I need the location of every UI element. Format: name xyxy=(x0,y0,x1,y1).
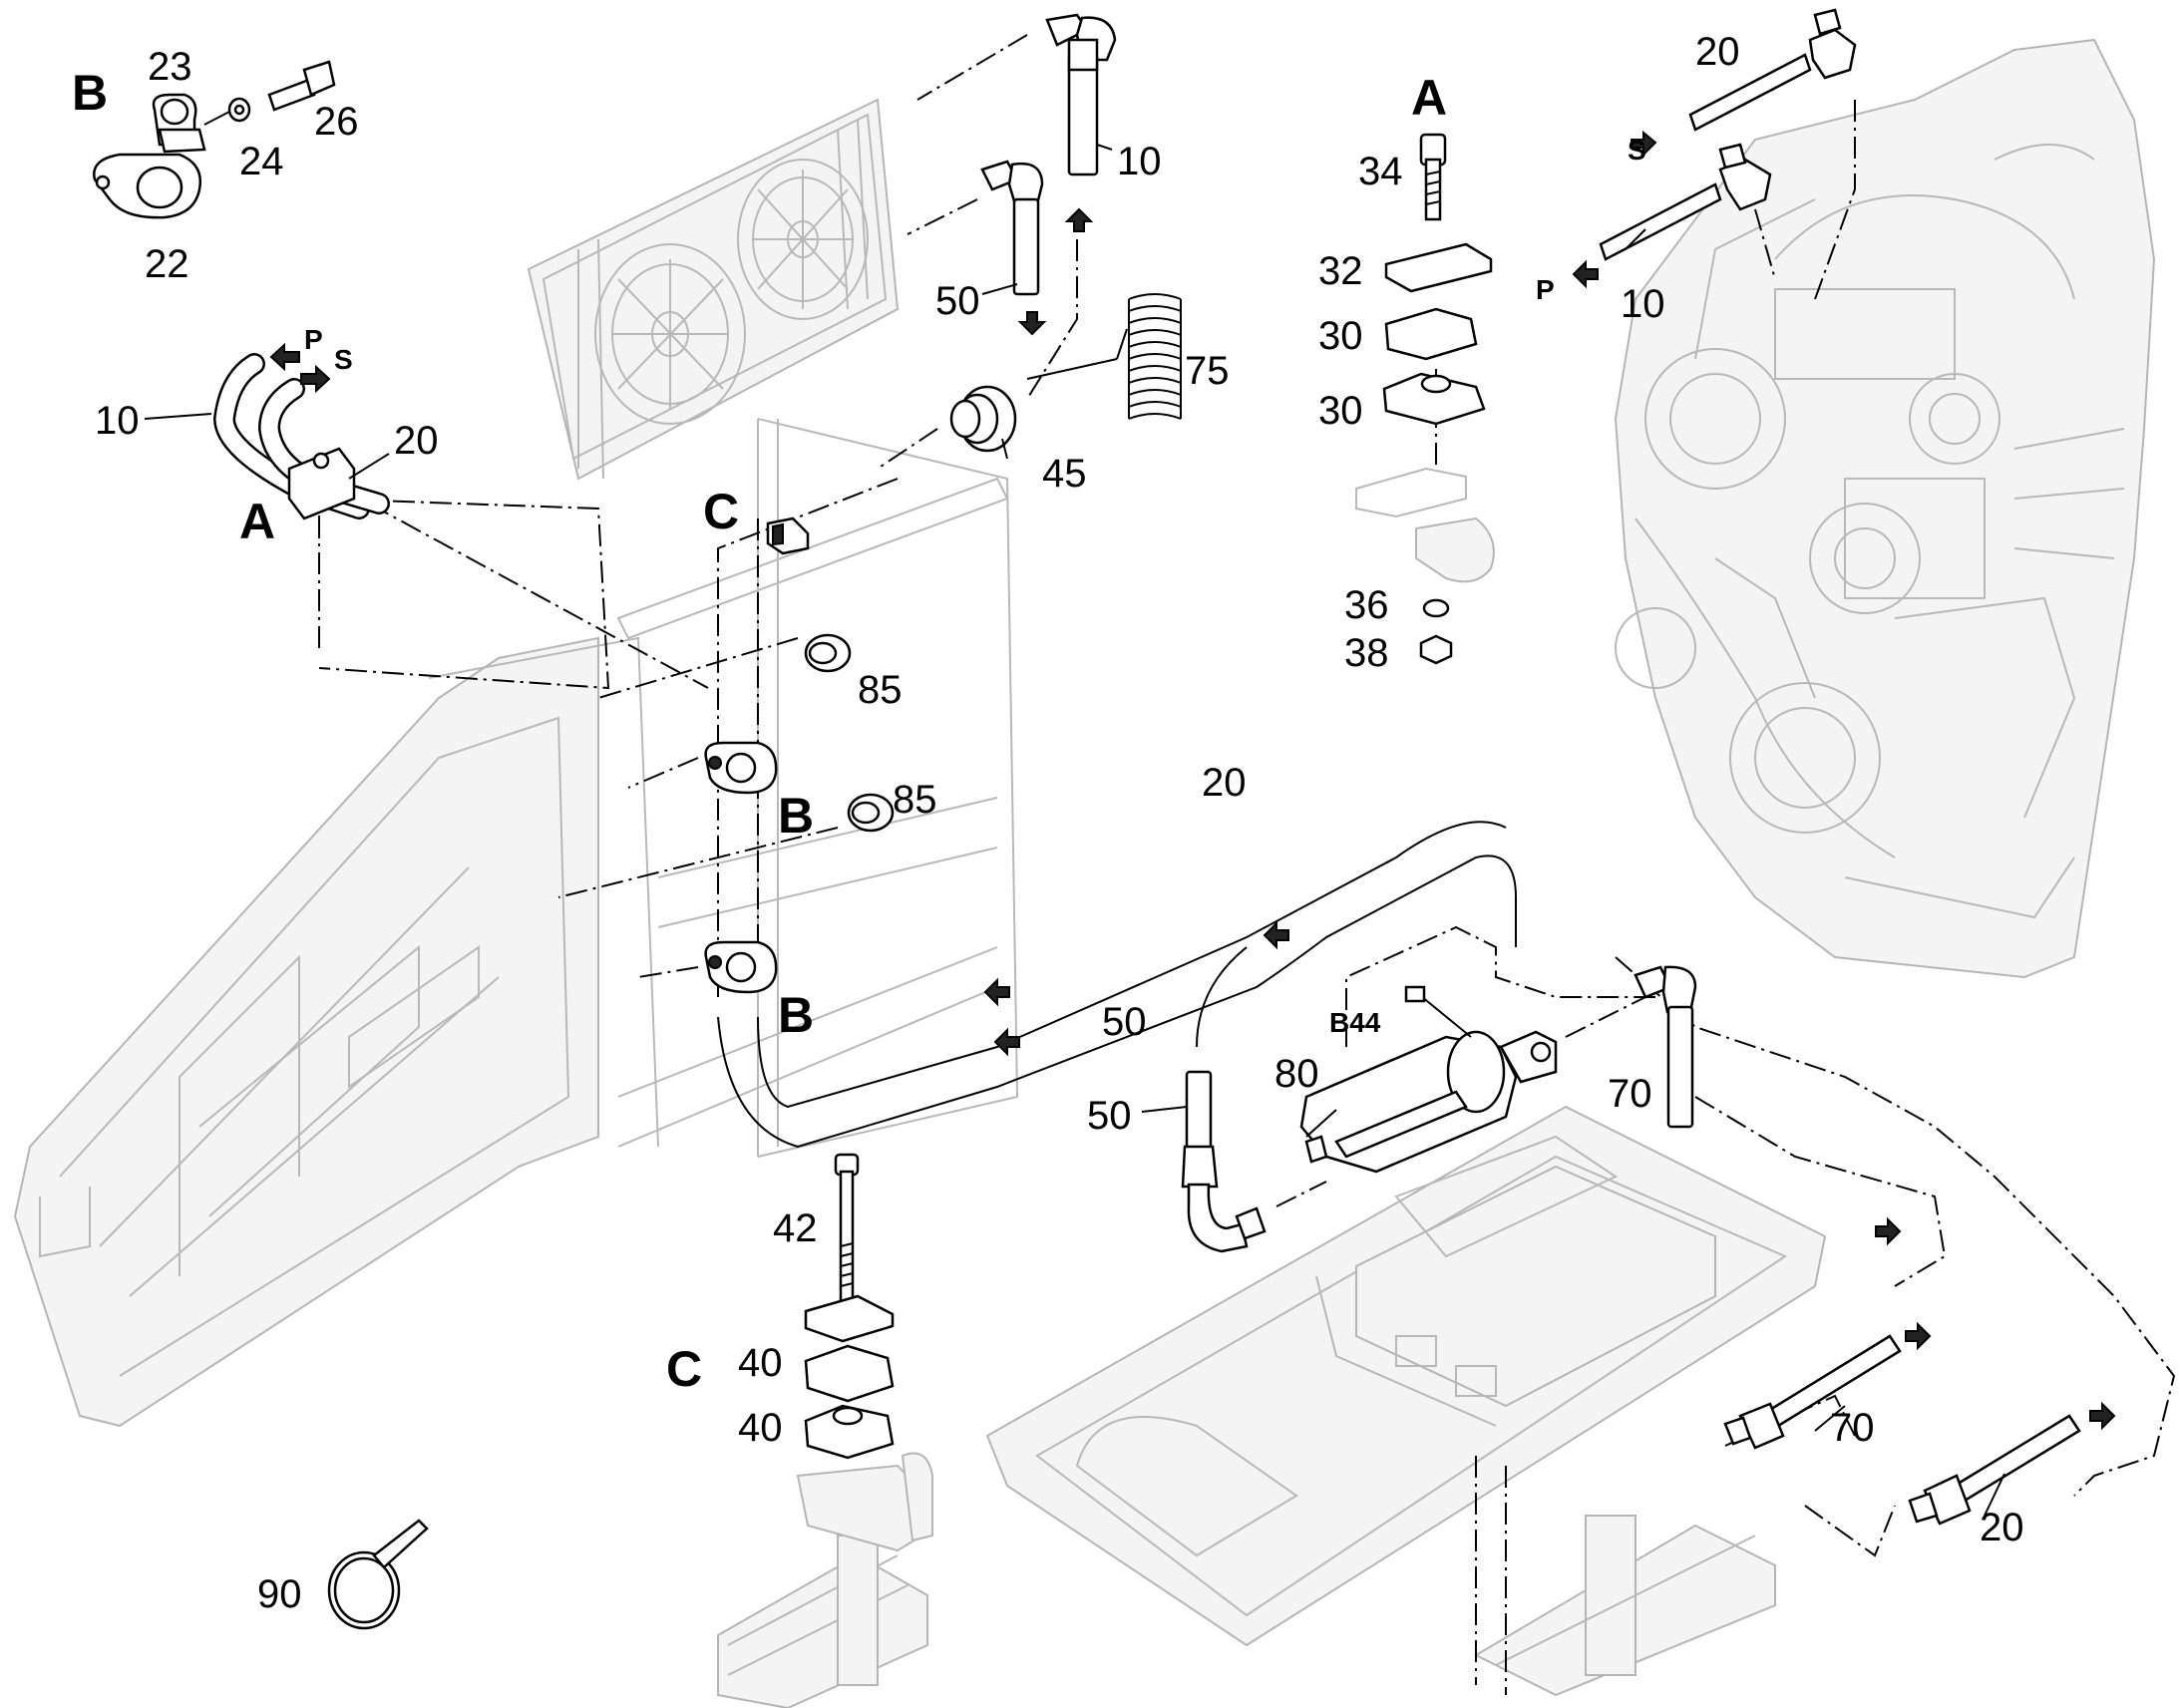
section-label-c-detail: C xyxy=(666,1341,702,1397)
spring-icon xyxy=(1127,293,1182,424)
callout-26: 26 xyxy=(314,100,359,144)
flow-label-p: P xyxy=(304,324,323,355)
callout-42: 42 xyxy=(773,1206,818,1250)
engine-block xyxy=(1614,38,2156,979)
arrow-icon xyxy=(2089,1401,2116,1431)
arrow-icon xyxy=(993,1027,1020,1057)
hose-10-top xyxy=(1045,13,1117,176)
clamp-detail-c xyxy=(796,1153,933,1552)
hose-routing xyxy=(717,821,1517,1149)
section-label-c: C xyxy=(703,484,739,539)
clamp-detail-a xyxy=(1355,133,1495,665)
clamp-b-lower xyxy=(704,940,778,994)
callout-36: 36 xyxy=(1344,583,1389,627)
leader-lines xyxy=(144,144,2005,1517)
clamp-icon xyxy=(93,153,202,219)
cab-floor-plate xyxy=(985,1105,1827,1647)
arrow-icon xyxy=(1875,1216,1902,1246)
section-label-a: A xyxy=(239,494,275,549)
component-code-b44: B44 xyxy=(1329,1007,1381,1038)
callout-23: 23 xyxy=(148,45,192,89)
flow-arrows xyxy=(269,130,2116,1431)
callout-34: 34 xyxy=(1358,150,1403,193)
arrow-icon xyxy=(1631,130,1657,158)
callout-20-engine: 20 xyxy=(1695,30,1740,74)
fan-icon xyxy=(594,243,746,425)
nut-icon xyxy=(1419,634,1453,665)
callout-20-left: 20 xyxy=(394,419,439,463)
callout-70-lower: 70 xyxy=(1830,1406,1875,1450)
section-label-a-detail: A xyxy=(1411,70,1447,126)
callout-90: 90 xyxy=(257,1572,302,1616)
clamp-b-upper xyxy=(704,741,778,795)
bolt-icon xyxy=(834,1153,860,1303)
section-label-b-detail: B xyxy=(72,65,108,121)
callout-80: 80 xyxy=(1274,1052,1319,1096)
arrow-icon xyxy=(1263,920,1289,950)
hose-50-lower xyxy=(1181,1070,1267,1253)
grommet-85-lower xyxy=(847,793,895,833)
callout-40-upper: 40 xyxy=(738,1341,783,1385)
clamp-c-upper xyxy=(766,516,810,555)
callout-38: 38 xyxy=(1344,631,1389,675)
callout-22: 22 xyxy=(145,242,189,286)
callout-75: 75 xyxy=(1185,349,1230,393)
clamp-detail-b xyxy=(93,60,336,219)
arrow-icon xyxy=(1017,311,1047,336)
callout-10-engine: 10 xyxy=(1621,282,1665,326)
section-label-b-lower: B xyxy=(778,987,814,1043)
receiver-drier-80 xyxy=(1299,985,1558,1174)
flow-label-s: S xyxy=(334,344,353,375)
hose-20-engine xyxy=(1688,8,1857,132)
arrow-icon xyxy=(1064,207,1094,232)
arrow-icon xyxy=(1905,1321,1932,1351)
washer-icon xyxy=(1422,598,1450,618)
callout-30-lower: 30 xyxy=(1318,389,1363,433)
bolt-icon xyxy=(267,60,336,112)
callout-85-lower: 85 xyxy=(893,778,937,822)
callout-20-mid: 20 xyxy=(1202,761,1247,805)
callout-30-upper: 30 xyxy=(1318,314,1363,358)
hose-70-lower xyxy=(1723,1334,1902,1450)
arrow-icon xyxy=(269,342,300,372)
clamp-icon xyxy=(152,93,206,154)
callout-85-upper: 85 xyxy=(858,668,903,712)
callout-45: 45 xyxy=(1042,452,1087,496)
grommet-85-upper xyxy=(804,633,852,673)
hose-10-engine xyxy=(1599,143,1772,261)
callout-50-mid: 50 xyxy=(1102,1000,1147,1044)
machine-frame xyxy=(13,418,1019,1428)
hose-50-top xyxy=(980,160,1044,296)
callout-70-upper: 70 xyxy=(1608,1072,1652,1116)
callout-10-left: 10 xyxy=(95,399,140,443)
callout-40-lower: 40 xyxy=(738,1406,783,1450)
bolt-icon xyxy=(1419,133,1447,221)
callout-50-top: 50 xyxy=(935,279,980,323)
washer-icon xyxy=(227,97,251,123)
section-label-b-upper: B xyxy=(778,788,814,844)
radiator-fan-unit xyxy=(527,98,900,481)
flow-label-p-engine: P xyxy=(1536,274,1555,305)
arrow-icon xyxy=(1572,259,1599,289)
hose-bundle-left xyxy=(212,353,390,538)
flow-label-s-engine: S xyxy=(1628,135,1646,166)
callout-10-top: 10 xyxy=(1117,140,1162,183)
arrow-icon xyxy=(300,364,331,394)
callout-24: 24 xyxy=(239,140,284,183)
arrow-icon xyxy=(983,977,1010,1007)
cable-tie-icon xyxy=(327,1519,429,1630)
callout-50-low: 50 xyxy=(1087,1094,1132,1138)
callout-32: 32 xyxy=(1318,249,1363,293)
lower-pipe-assemblies xyxy=(717,1515,1776,1708)
grommet-45 xyxy=(949,385,1017,453)
callout-20-lower: 20 xyxy=(1980,1506,2024,1549)
hose-70-upper xyxy=(1634,965,1697,1129)
hose-20-lower xyxy=(1908,1414,2081,1526)
fan-icon xyxy=(737,159,869,320)
